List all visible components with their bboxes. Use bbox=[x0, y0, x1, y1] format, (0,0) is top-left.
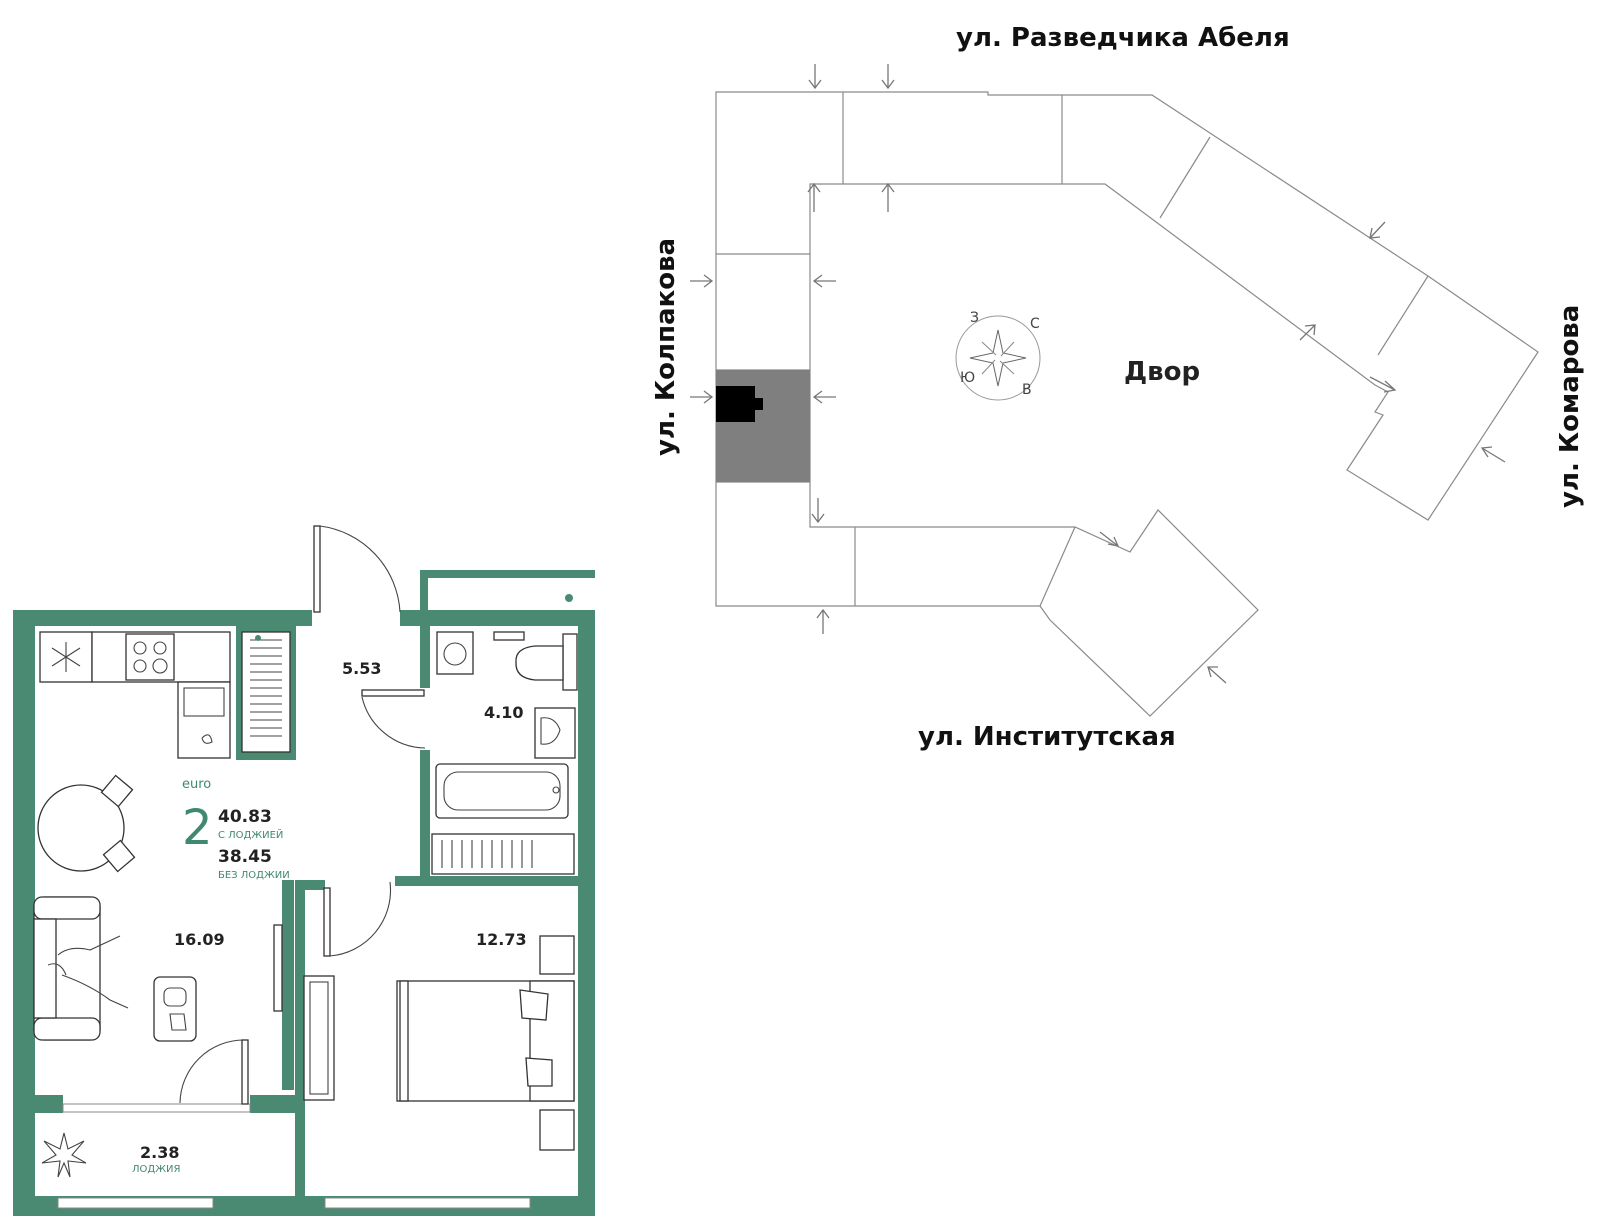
loggia-caption: ЛОДЖИЯ bbox=[132, 1164, 180, 1175]
radiator-icon bbox=[241, 631, 291, 753]
bathtub-icon bbox=[435, 763, 569, 819]
washer-icon bbox=[436, 631, 474, 675]
wall bbox=[282, 880, 294, 1090]
wall bbox=[296, 610, 312, 626]
street-east: ул. Комарова bbox=[1555, 305, 1585, 508]
stove-icon bbox=[125, 633, 175, 681]
section-marker bbox=[716, 386, 763, 422]
area-with-loggia-caption: С ЛОДЖИЕЙ bbox=[218, 828, 283, 841]
apartment-plan: 5.53 4.10 16.09 12.73 2.38 ЛОДЖИЯ euro 2… bbox=[13, 525, 595, 1216]
loggia-area: 2.38 bbox=[140, 1143, 179, 1162]
plant-icon bbox=[41, 1132, 87, 1178]
compass-north: С bbox=[1030, 316, 1040, 332]
wall bbox=[305, 880, 325, 890]
kitchen-cabinet bbox=[177, 681, 231, 759]
compass-west: З bbox=[970, 310, 979, 326]
window bbox=[324, 1197, 531, 1209]
site-plan: С З Ю В Двор ул. Разведчика Абеля ул. Ин… bbox=[651, 23, 1585, 752]
street-south: ул. Институтская bbox=[918, 722, 1176, 752]
rooms-count: 2 bbox=[182, 800, 213, 856]
nightstand bbox=[539, 935, 575, 975]
people-icon bbox=[47, 935, 129, 1009]
radiator-icon bbox=[431, 833, 575, 875]
compass-south: Ю bbox=[960, 370, 975, 386]
loggia-window bbox=[62, 1103, 251, 1113]
wall bbox=[250, 1095, 300, 1113]
divider bbox=[1377, 275, 1429, 356]
wall bbox=[395, 876, 595, 886]
toilet-tank bbox=[562, 633, 578, 691]
compass-icon: С З Ю В bbox=[955, 310, 1041, 401]
tv-icon bbox=[273, 924, 283, 1012]
wardrobe-icon bbox=[303, 975, 335, 1101]
sink-icon bbox=[183, 687, 225, 717]
street-north: ул. Разведчика Абеля bbox=[956, 23, 1290, 53]
street-west: ул. Колпакова bbox=[651, 238, 681, 456]
wall bbox=[420, 570, 595, 578]
nightstand bbox=[539, 1109, 575, 1151]
area-with-loggia: 40.83 bbox=[218, 807, 272, 827]
compass-east: В bbox=[1022, 382, 1032, 398]
wall bbox=[420, 570, 428, 626]
wall bbox=[13, 610, 311, 626]
area-without-loggia-caption: БЕЗ ЛОДЖИИ bbox=[218, 870, 290, 881]
drop-icon bbox=[201, 734, 213, 744]
wall bbox=[420, 626, 430, 688]
building-outline bbox=[715, 91, 1539, 717]
wall bbox=[13, 1095, 63, 1113]
yard-label: Двор bbox=[1124, 357, 1200, 387]
wall bbox=[578, 610, 595, 1216]
divider bbox=[1039, 526, 1076, 607]
bathroom-area: 4.10 bbox=[484, 703, 523, 722]
entrance-arrows bbox=[690, 64, 1506, 684]
wall bbox=[13, 610, 35, 1216]
towel-rail bbox=[493, 631, 525, 641]
wall bbox=[236, 750, 296, 760]
snowflake-icon bbox=[51, 642, 81, 672]
chair bbox=[102, 839, 136, 873]
toilet-icon bbox=[515, 645, 564, 681]
wall bbox=[420, 750, 430, 885]
apartment-type-label: euro bbox=[182, 777, 211, 792]
marker-dot bbox=[565, 594, 573, 602]
dining-table bbox=[37, 784, 125, 872]
divider bbox=[1159, 136, 1211, 219]
window bbox=[57, 1197, 214, 1209]
wall bbox=[400, 610, 595, 626]
wall bbox=[295, 880, 305, 1216]
chair bbox=[100, 774, 134, 808]
living-kitchen-area: 16.09 bbox=[174, 930, 225, 949]
hall-area: 5.53 bbox=[342, 659, 381, 678]
area-without-loggia: 38.45 bbox=[218, 847, 272, 867]
coffee-table bbox=[153, 976, 197, 1042]
doors bbox=[179, 525, 426, 1105]
sink-icon bbox=[534, 707, 576, 759]
bedroom-area: 12.73 bbox=[476, 930, 527, 949]
